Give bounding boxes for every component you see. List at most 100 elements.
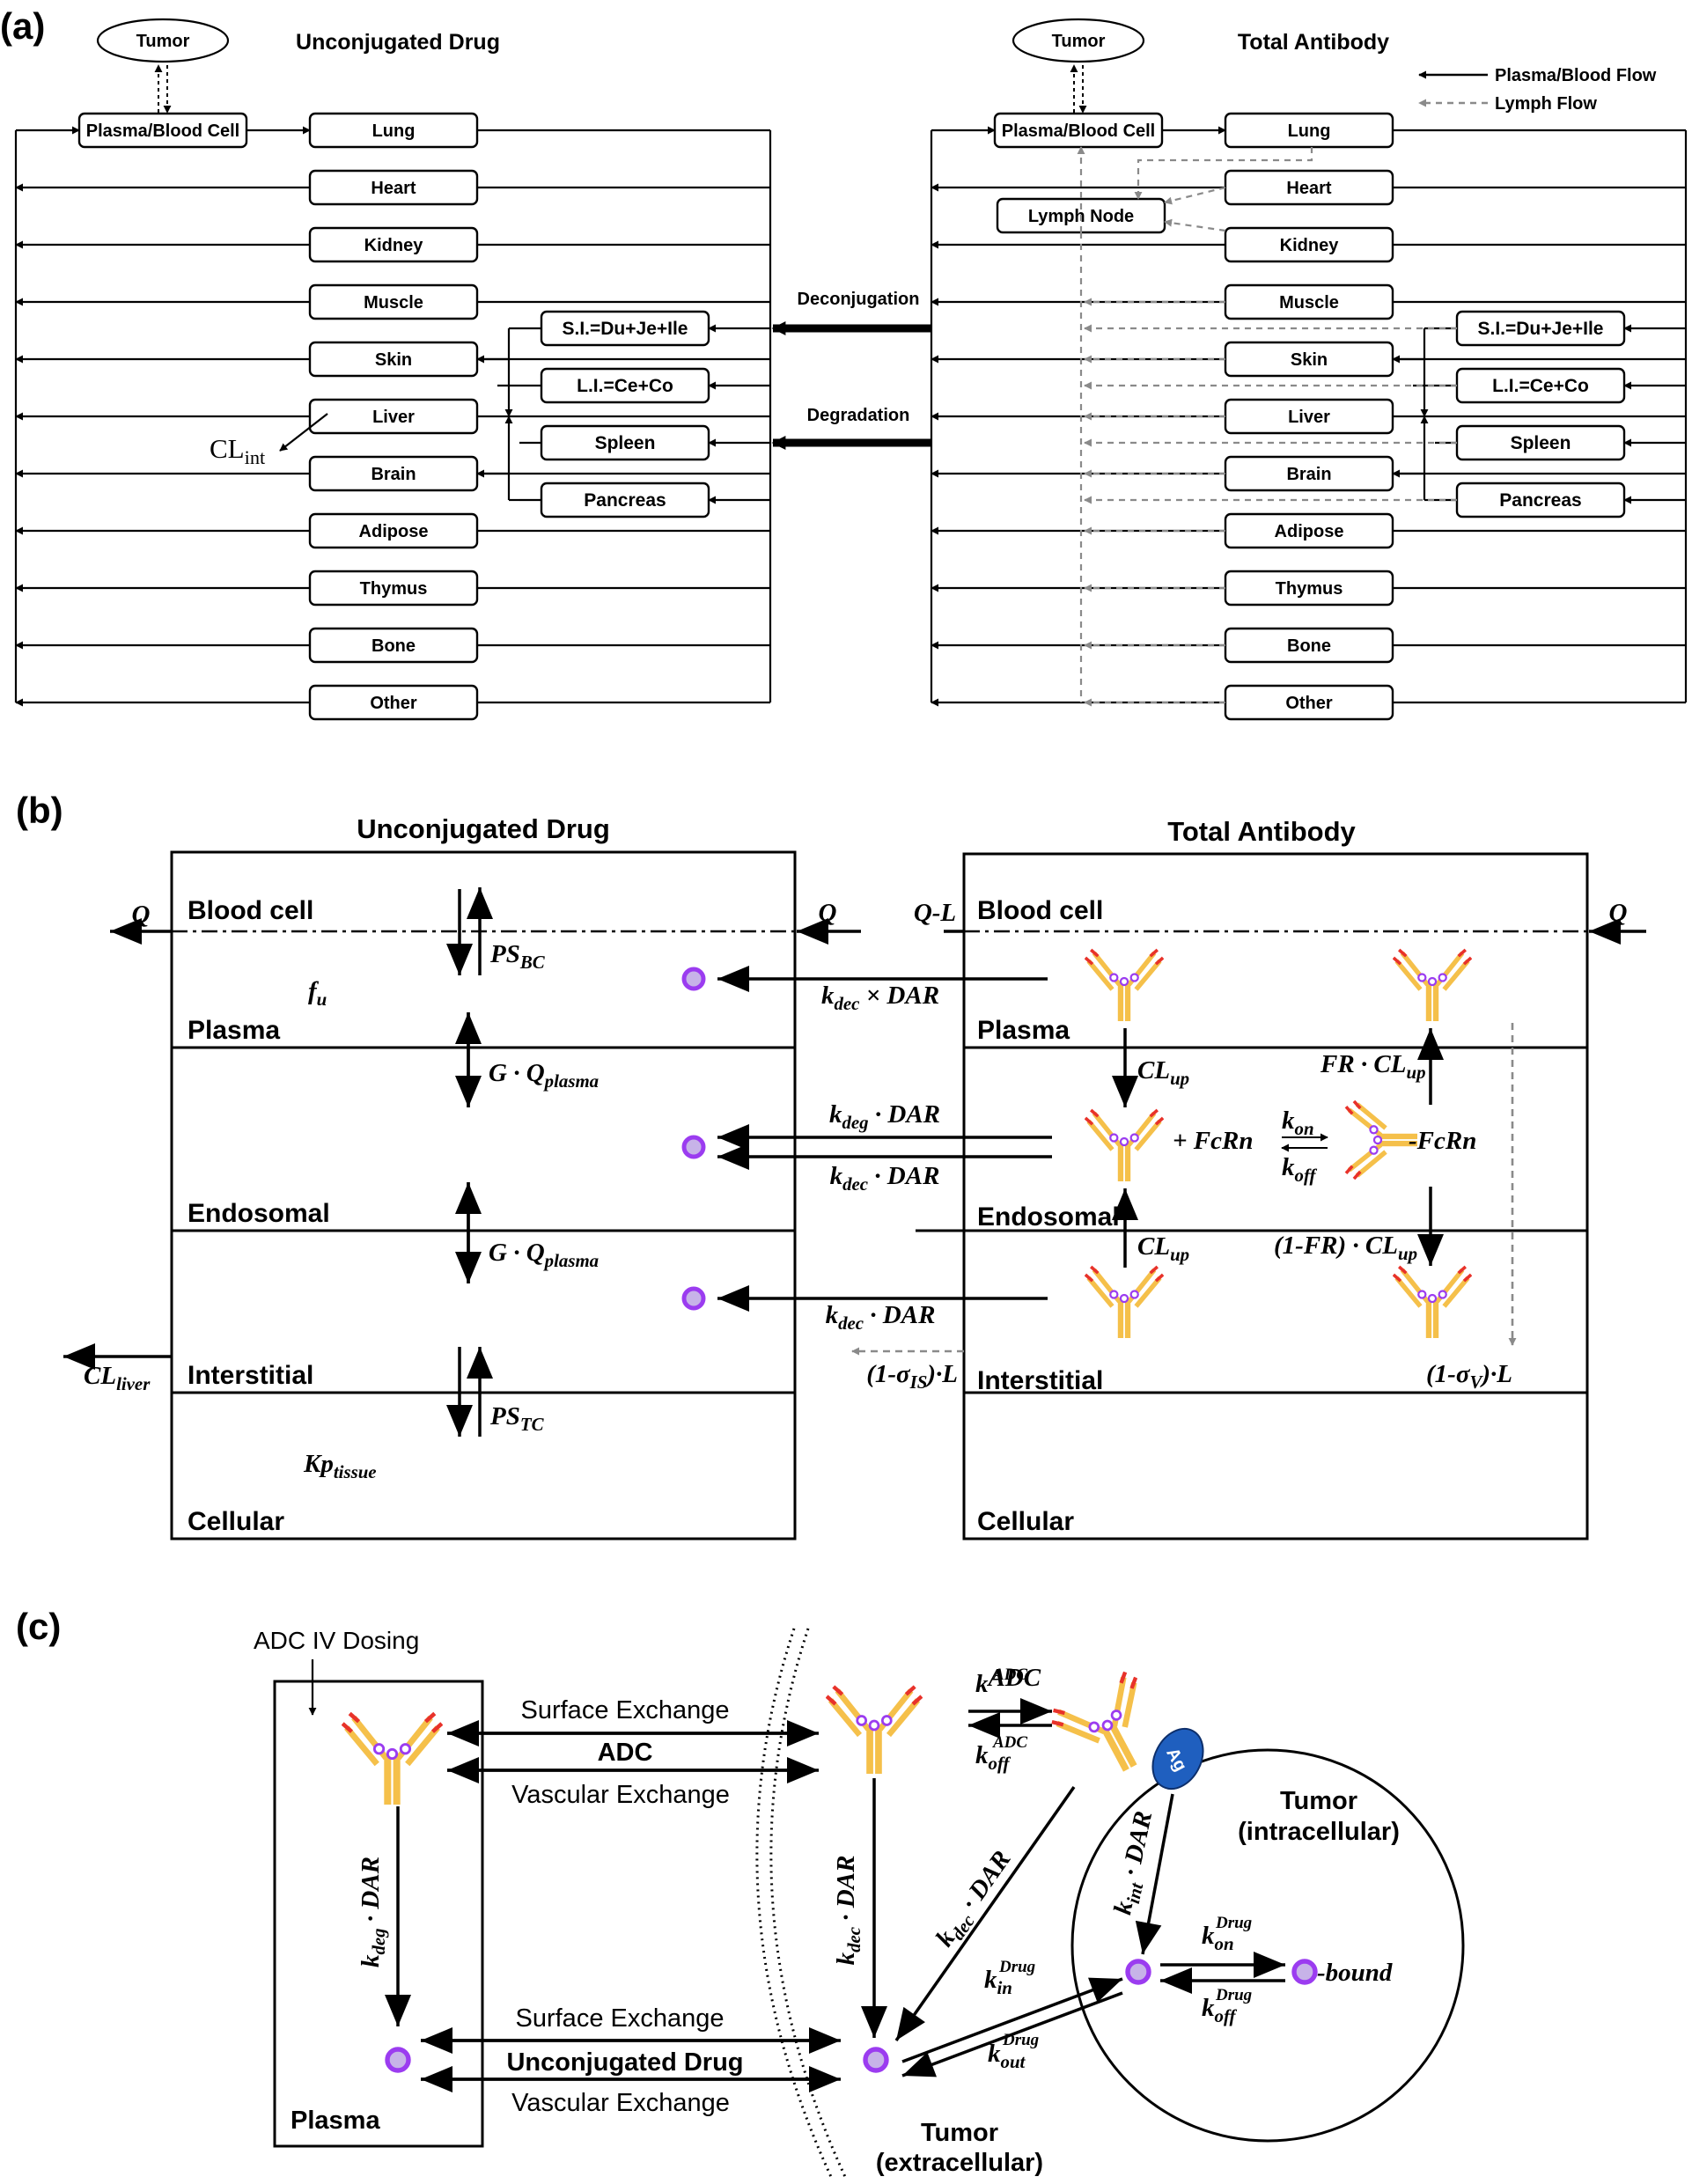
antibody-interstitial-2 (1394, 1267, 1471, 1338)
kdec2-arrow (894, 1785, 1076, 2042)
model-title: Total Antibody (1238, 30, 1389, 55)
drug-bound (1291, 1959, 1318, 1985)
bound-label: -bound (1317, 1959, 1393, 1987)
kdec2-label: kdec · DAR (931, 1846, 1020, 1955)
drug-interstitial (681, 1286, 706, 1311)
organ-brain-label: Brain (1286, 465, 1331, 484)
organ-thymus-label: Thymus (1276, 579, 1343, 599)
lymph-heart (1164, 186, 1226, 205)
kout-arrow (901, 1991, 1123, 2077)
kint-label: kint · DAR (1108, 1809, 1162, 1918)
organ-l-i-ce-co-label: L.I.=Ce+Co (577, 376, 673, 396)
organ-thymus-label: Thymus (360, 579, 428, 599)
panel-b-label: (b) (16, 790, 63, 831)
vascular-exchange-1-label: Vascular Exchange (511, 1781, 730, 1809)
organ-other-label: Other (1285, 694, 1333, 713)
kon-drug-sup: Drug (1215, 1914, 1252, 1932)
panel-c-label: (c) (16, 1606, 61, 1647)
organ-other-label: Other (370, 694, 417, 713)
one-fr-label: (1-FR) · CLup (1274, 1232, 1417, 1264)
antigen (1151, 1727, 1204, 1791)
organ-heart-label: Heart (371, 179, 416, 198)
kon-drug-label: kon (1202, 1922, 1234, 1954)
drug-endosomal (681, 1135, 706, 1159)
organ-skin-label: Skin (1291, 350, 1328, 370)
kin-sup: Drug (998, 1958, 1035, 1976)
organ-brain-label: Brain (371, 465, 416, 484)
q-out-label: Q (132, 901, 151, 929)
plasma-label: Plasma (291, 2107, 380, 2135)
lymph-lung (1134, 147, 1313, 200)
tumor-label: Tumor (136, 32, 190, 51)
kon-label: kon (1282, 1107, 1314, 1139)
kp-tissue-label: Kptissue (303, 1450, 377, 1482)
legend-lymph-label: Lymph Flow (1495, 94, 1597, 114)
plasma-blood-cell-box-label: Plasma/Blood Cell (86, 121, 240, 141)
q-l-label: Q-L (914, 899, 956, 927)
lymph-kidney (1164, 218, 1226, 232)
cl-int-arrow (279, 413, 328, 452)
region-plasma: Plasma (977, 1016, 1070, 1045)
organ-s-i-du-je-ile-label: S.I.=Du+Je+Ile (562, 319, 688, 339)
organ-spleen-label: Spleen (1511, 433, 1571, 453)
unconjugated-drug-label: Unconjugated Drug (506, 2048, 743, 2077)
organ-bone-label: Bone (372, 636, 416, 656)
organ-adipose-label: Adipose (359, 522, 429, 541)
organ-skin-label: Skin (375, 350, 412, 370)
model-title: Unconjugated Drug (296, 30, 500, 55)
antibody-endosomal (1085, 1110, 1163, 1181)
g-q1-label: G · Qplasma (489, 1059, 599, 1092)
tumor-label: Tumor (1052, 32, 1106, 51)
total-antibody-title: Total Antibody (1167, 816, 1356, 847)
q-in-label: Q (1609, 899, 1628, 927)
total-antibody-box (962, 852, 1589, 1541)
organ-adipose-label: Adipose (1275, 522, 1344, 541)
vascular-exchange-2-label: Vascular Exchange (511, 2089, 730, 2117)
region-endosomal: Endosomal (188, 1199, 330, 1228)
surface-exchange-2-label: Surface Exchange (516, 2004, 725, 2033)
tumor-intracellular-label-2: (intracellular) (1238, 1818, 1400, 1846)
plasma-compartment (273, 1680, 484, 2148)
antibody-plasma (1085, 950, 1163, 1021)
koff-drug-label: koff (1202, 1994, 1238, 2026)
ps-tc-label: PSTC (489, 1402, 545, 1435)
unconjugated-drug-box (170, 850, 797, 1541)
q-mid-label: Q (819, 899, 837, 927)
plasma-blood-cell-box-label: Plasma/Blood Cell (1002, 121, 1156, 141)
organ-muscle-label: Muscle (1279, 293, 1339, 313)
adc-label: ADC (598, 1739, 653, 1767)
kdec1-label: kdec · DAR (832, 1856, 864, 1966)
surface-exchange-1-label: Surface Exchange (521, 1696, 730, 1724)
region-blood-cell: Blood cell (188, 896, 313, 925)
tumor-node (96, 18, 230, 63)
region-interstitial: Interstitial (188, 1361, 313, 1390)
organ-liver-label: Liver (1288, 408, 1330, 427)
tumor-extracellular-label-1: Tumor (921, 2119, 998, 2147)
organ-pancreas-label: Pancreas (584, 490, 666, 511)
cl-up1-label: CLup (1137, 1056, 1189, 1089)
cl-int-label: CLint (210, 433, 266, 468)
sigma-v-label: (1-σV)·L (1426, 1360, 1512, 1393)
organ-spleen-label: Spleen (595, 433, 656, 453)
region-interstitial: Interstitial (977, 1366, 1103, 1395)
kin-label: kin (984, 1966, 1012, 1998)
organ-bone-label: Bone (1287, 636, 1331, 656)
organ-s-i-du-je-ile-label: S.I.=Du+Je+Ile (1477, 319, 1603, 339)
drug-intracellular (1125, 1959, 1151, 1985)
adc-plasma (342, 1714, 442, 1805)
ps-bc-label: PSBC (489, 940, 546, 973)
kdec-inter-label: kdec · DAR (826, 1301, 936, 1334)
antibody-interstitial (1085, 1267, 1163, 1338)
koff-adc-sup: ADC (992, 1733, 1027, 1752)
tumor-extracellular-label-2: (extracellular) (876, 2149, 1043, 2177)
adc-extracellular (827, 1687, 922, 1774)
organ-l-i-ce-co-label: L.I.=Ce+Co (1492, 376, 1589, 396)
kon-adc-sup: ADC (992, 1666, 1027, 1684)
plus-fcrn-label: + FcRn (1173, 1127, 1253, 1155)
organ-lung-label: Lung (1288, 121, 1331, 141)
vessel-wall-outer (769, 1628, 848, 2180)
tumor-intracellular-circle (1070, 1748, 1465, 2143)
fcrn-bound-label: -FcRn (1409, 1127, 1476, 1155)
